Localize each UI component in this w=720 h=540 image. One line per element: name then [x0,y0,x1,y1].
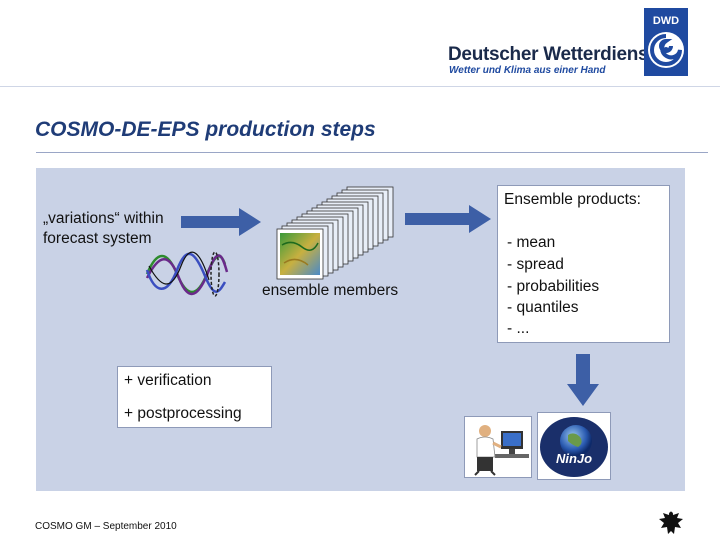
dwd-logo-abbrev: DWD [653,15,679,27]
perturbation-trajectories-icon [145,251,229,297]
slide-title: COSMO-DE-EPS production steps [35,118,376,141]
product-item: - spread [507,256,564,273]
product-item: - ... [507,320,530,337]
product-item: - probabilities [507,278,600,295]
ensemble-products-box [497,185,670,343]
verification-box [117,366,272,428]
arrow-right-icon [181,208,261,236]
header-divider [0,86,720,87]
ensemble-products-title: Ensemble products: [504,191,641,208]
org-tagline: Wetter und Klima aus einer Hand [449,65,606,76]
ninjo-logo-text: NinJo [556,451,592,466]
title-divider [36,152,708,153]
forecaster-icon [474,425,529,476]
footer-text: COSMO GM – September 2010 [35,521,177,532]
forecaster-workstation-image [464,416,532,478]
dwd-logo: DWD [644,8,688,76]
ninjo-globe-icon: NinJo [540,417,608,477]
federal-eagle-icon [659,511,683,534]
postprocessing-label: + postprocessing [124,405,242,422]
arrow-down-icon [567,354,599,406]
product-item: - mean [507,234,556,251]
arrow-right-icon [405,205,491,233]
ensemble-maps-stack-icon [276,186,394,280]
ninjo-logo-image: NinJo [537,412,611,480]
ensemble-members-label: ensemble members [262,282,399,299]
verification-label: + verification [124,372,212,389]
variations-label: „variations“ within forecast system [43,210,164,247]
product-item: - quantiles [507,299,579,316]
org-name: Deutscher Wetterdienst [448,44,655,65]
